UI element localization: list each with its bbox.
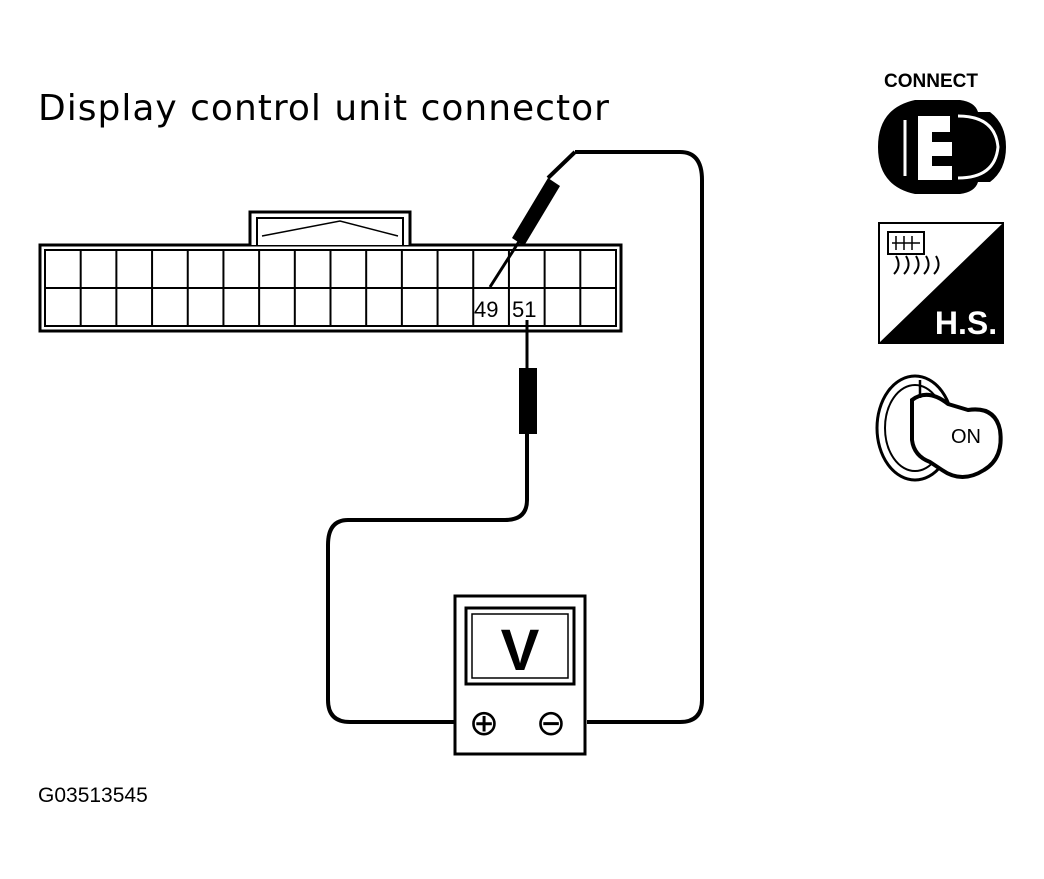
pin-label-49: 49 [474,297,498,322]
diagram-title: Display control unit connector [38,88,610,129]
ignition-key-on-icon [875,374,1003,482]
connect-label: CONNECT [884,71,978,92]
probe-lower [519,320,537,470]
probe-upper [488,150,577,288]
harness-hs-icon [878,222,1004,344]
voltmeter-display: V [501,618,540,683]
wire-negative-lead [575,150,704,724]
negative-terminal-icon: ⊖ [536,703,566,744]
figure-id: G03513545 [38,784,148,807]
pin-label-51: 51 [512,297,536,322]
connect-icon [878,100,1006,194]
ignition-key-on-label: ON [951,426,981,448]
positive-terminal-icon: ⊕ [469,703,499,744]
harness-hs-label: H.S. [935,305,997,341]
voltmeter [453,594,587,756]
wire-positive-lead [326,470,529,724]
connector-pin-grid [45,250,616,326]
connector-body [38,210,623,333]
